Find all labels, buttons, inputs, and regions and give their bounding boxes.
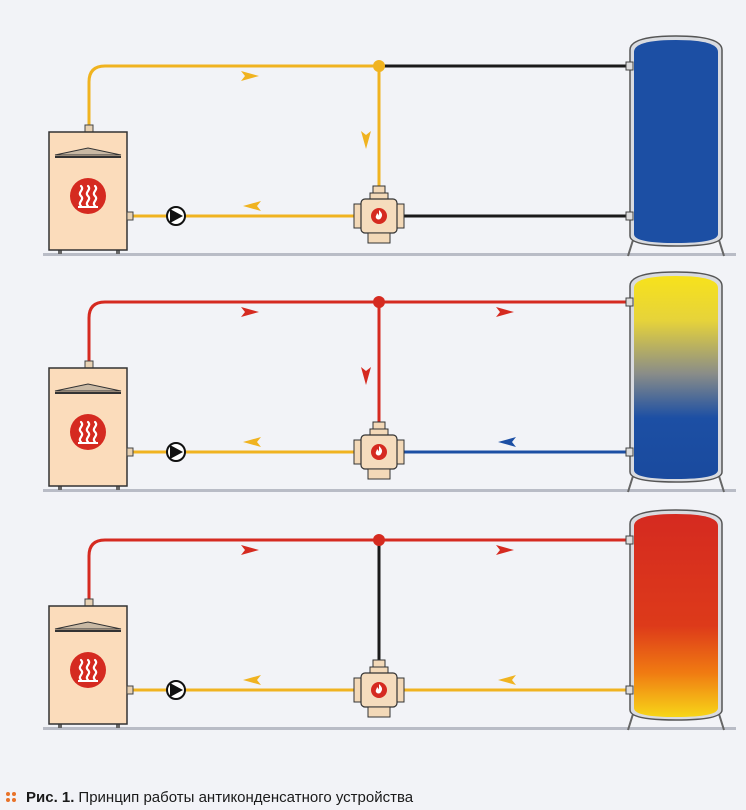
- boiler-foot: [116, 485, 120, 490]
- boiler-hood: [54, 383, 122, 392]
- panel-stage-1: [43, 35, 736, 257]
- boiler-foot: [116, 723, 120, 728]
- tank-water: [634, 276, 718, 479]
- flow-arrow: [361, 131, 371, 149]
- floor-line: [43, 253, 736, 256]
- boiler-foot: [116, 249, 120, 254]
- boiler-hood: [54, 147, 122, 156]
- junction-dot: [373, 534, 385, 546]
- supply-pipe-left: [87, 64, 378, 130]
- floor-line: [43, 489, 736, 492]
- caption-text: Принцип работы антиконденсатного устройс…: [78, 788, 414, 806]
- boiler-inlet: [126, 211, 134, 221]
- floor-line: [43, 727, 736, 730]
- tank-port: [625, 685, 634, 695]
- tank-legs: [627, 713, 725, 731]
- flow-arrow: [361, 367, 371, 385]
- tank-port: [625, 297, 634, 307]
- pump-arrow: [170, 445, 183, 459]
- tank-port: [625, 61, 634, 71]
- flow-arrow: [241, 307, 259, 317]
- boiler-foot: [58, 485, 62, 490]
- tank-water: [634, 514, 718, 717]
- caption-label: Рис. 1.: [26, 788, 75, 806]
- anticondensation-diagram: [43, 35, 736, 731]
- flow-arrow: [241, 71, 259, 81]
- flow-arrow: [498, 675, 516, 685]
- flow-arrow: [243, 437, 261, 447]
- flow-arrow: [498, 437, 516, 447]
- valve-icon: [353, 185, 405, 244]
- supply-pipe-left: [87, 300, 378, 366]
- flow-arrow: [243, 675, 261, 685]
- boiler-foot: [58, 723, 62, 728]
- caption-bullet-icon: [6, 792, 16, 802]
- tank-port: [625, 535, 634, 545]
- tank-legs: [627, 239, 725, 257]
- figure-caption: Рис. 1. Принцип работы антиконденсатного…: [0, 784, 746, 810]
- tank-port: [625, 211, 634, 221]
- valve-icon: [353, 659, 405, 718]
- panel-stage-2: [43, 271, 736, 493]
- tank-water: [634, 40, 718, 243]
- panel-stage-3: [43, 509, 736, 731]
- flow-arrow: [243, 201, 261, 211]
- tank-port: [625, 447, 634, 457]
- pump-arrow: [170, 209, 183, 223]
- flow-arrow: [496, 545, 514, 555]
- boiler-inlet: [126, 685, 134, 695]
- junction-dot: [373, 60, 385, 72]
- supply-pipe-left: [87, 538, 378, 604]
- pump-arrow: [170, 683, 183, 697]
- tank-legs: [627, 475, 725, 493]
- boiler-hood: [54, 621, 122, 630]
- flow-arrow: [241, 545, 259, 555]
- boiler-foot: [58, 249, 62, 254]
- junction-dot: [373, 296, 385, 308]
- boiler-inlet: [126, 447, 134, 457]
- valve-icon: [353, 421, 405, 480]
- flow-arrow: [496, 307, 514, 317]
